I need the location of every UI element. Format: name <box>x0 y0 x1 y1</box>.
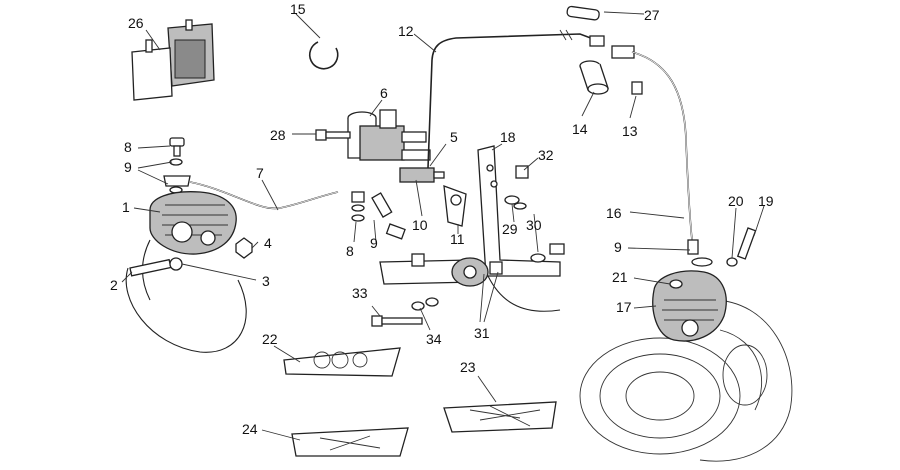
union-16 <box>611 45 635 59</box>
fitting-9-right <box>687 239 713 267</box>
caliper-1 <box>149 191 237 255</box>
callout-8-left: 8 <box>124 139 132 155</box>
callout-24: 24 <box>242 421 258 437</box>
brake-line-12 <box>427 33 597 169</box>
brake-pads <box>131 19 215 101</box>
callout-8-center: 8 <box>346 243 354 259</box>
callout-7: 7 <box>256 165 264 181</box>
callout-17: 17 <box>616 299 632 315</box>
callout-28: 28 <box>270 127 286 143</box>
callout-22: 22 <box>262 331 278 347</box>
washer-34 <box>411 297 439 311</box>
callout-3: 3 <box>262 273 270 289</box>
brake-switch-10 <box>399 167 445 183</box>
callout-15: 15 <box>290 1 306 17</box>
callout-6: 6 <box>380 85 388 101</box>
callout-1: 1 <box>122 199 130 215</box>
callout-9-right: 9 <box>614 239 622 255</box>
callout-13: 13 <box>622 123 638 139</box>
callout-numbers: 1 2 3 4 5 6 7 8 8 9 9 9 10 11 12 13 14 1… <box>110 1 774 437</box>
seal-kit-bag-22 <box>283 347 401 377</box>
callout-31: 31 <box>474 325 490 341</box>
callout-33: 33 <box>352 285 368 301</box>
callout-16: 16 <box>606 205 622 221</box>
washers-9-left <box>163 158 191 194</box>
callout-9-left: 9 <box>124 159 132 175</box>
seal-kit-bag-23 <box>443 401 557 433</box>
callout-34: 34 <box>426 331 442 347</box>
leader-lines <box>121 11 765 441</box>
bleed-screw-8 <box>169 137 185 157</box>
sleeve-27 <box>566 5 600 21</box>
callout-4: 4 <box>264 235 272 251</box>
callout-12: 12 <box>398 23 414 39</box>
callout-27: 27 <box>644 7 660 23</box>
callout-21: 21 <box>612 269 628 285</box>
callout-26: 26 <box>128 15 144 31</box>
screw-19 <box>736 227 757 260</box>
screw-28 <box>315 129 351 141</box>
callout-23: 23 <box>460 359 476 375</box>
circlip <box>308 41 339 70</box>
seal-kit-bag-24 <box>291 427 409 457</box>
left-brake-disc <box>125 239 247 353</box>
callout-19: 19 <box>758 193 774 209</box>
caliper-17 <box>652 270 727 342</box>
rear-brake-disc <box>579 299 793 462</box>
master-cylinder-6 <box>347 109 431 161</box>
callout-2: 2 <box>110 277 118 293</box>
lever-11 <box>443 185 467 227</box>
nut-4 <box>235 237 253 259</box>
bolt-21 <box>669 279 683 289</box>
bolt-2 <box>129 257 183 277</box>
callout-14: 14 <box>572 121 588 137</box>
callout-5: 5 <box>450 129 458 145</box>
callout-30: 30 <box>526 217 542 233</box>
union-fitting-12 <box>589 35 605 47</box>
callout-9-center: 9 <box>370 235 378 251</box>
washer-20 <box>726 257 738 267</box>
callout-18: 18 <box>500 129 516 145</box>
rear-master-cylinder <box>379 253 561 312</box>
callout-11: 11 <box>450 231 465 247</box>
fittings-8-9-center <box>351 191 406 240</box>
callout-29: 29 <box>502 221 518 237</box>
bolt-33 <box>371 315 423 327</box>
washers-29-30 <box>504 195 565 263</box>
bush-14 <box>579 60 609 95</box>
callout-10: 10 <box>412 217 428 233</box>
nipple-13 <box>631 81 643 95</box>
callout-32: 32 <box>538 147 554 163</box>
callout-20: 20 <box>728 193 744 209</box>
brake-hose-16 <box>631 51 693 241</box>
